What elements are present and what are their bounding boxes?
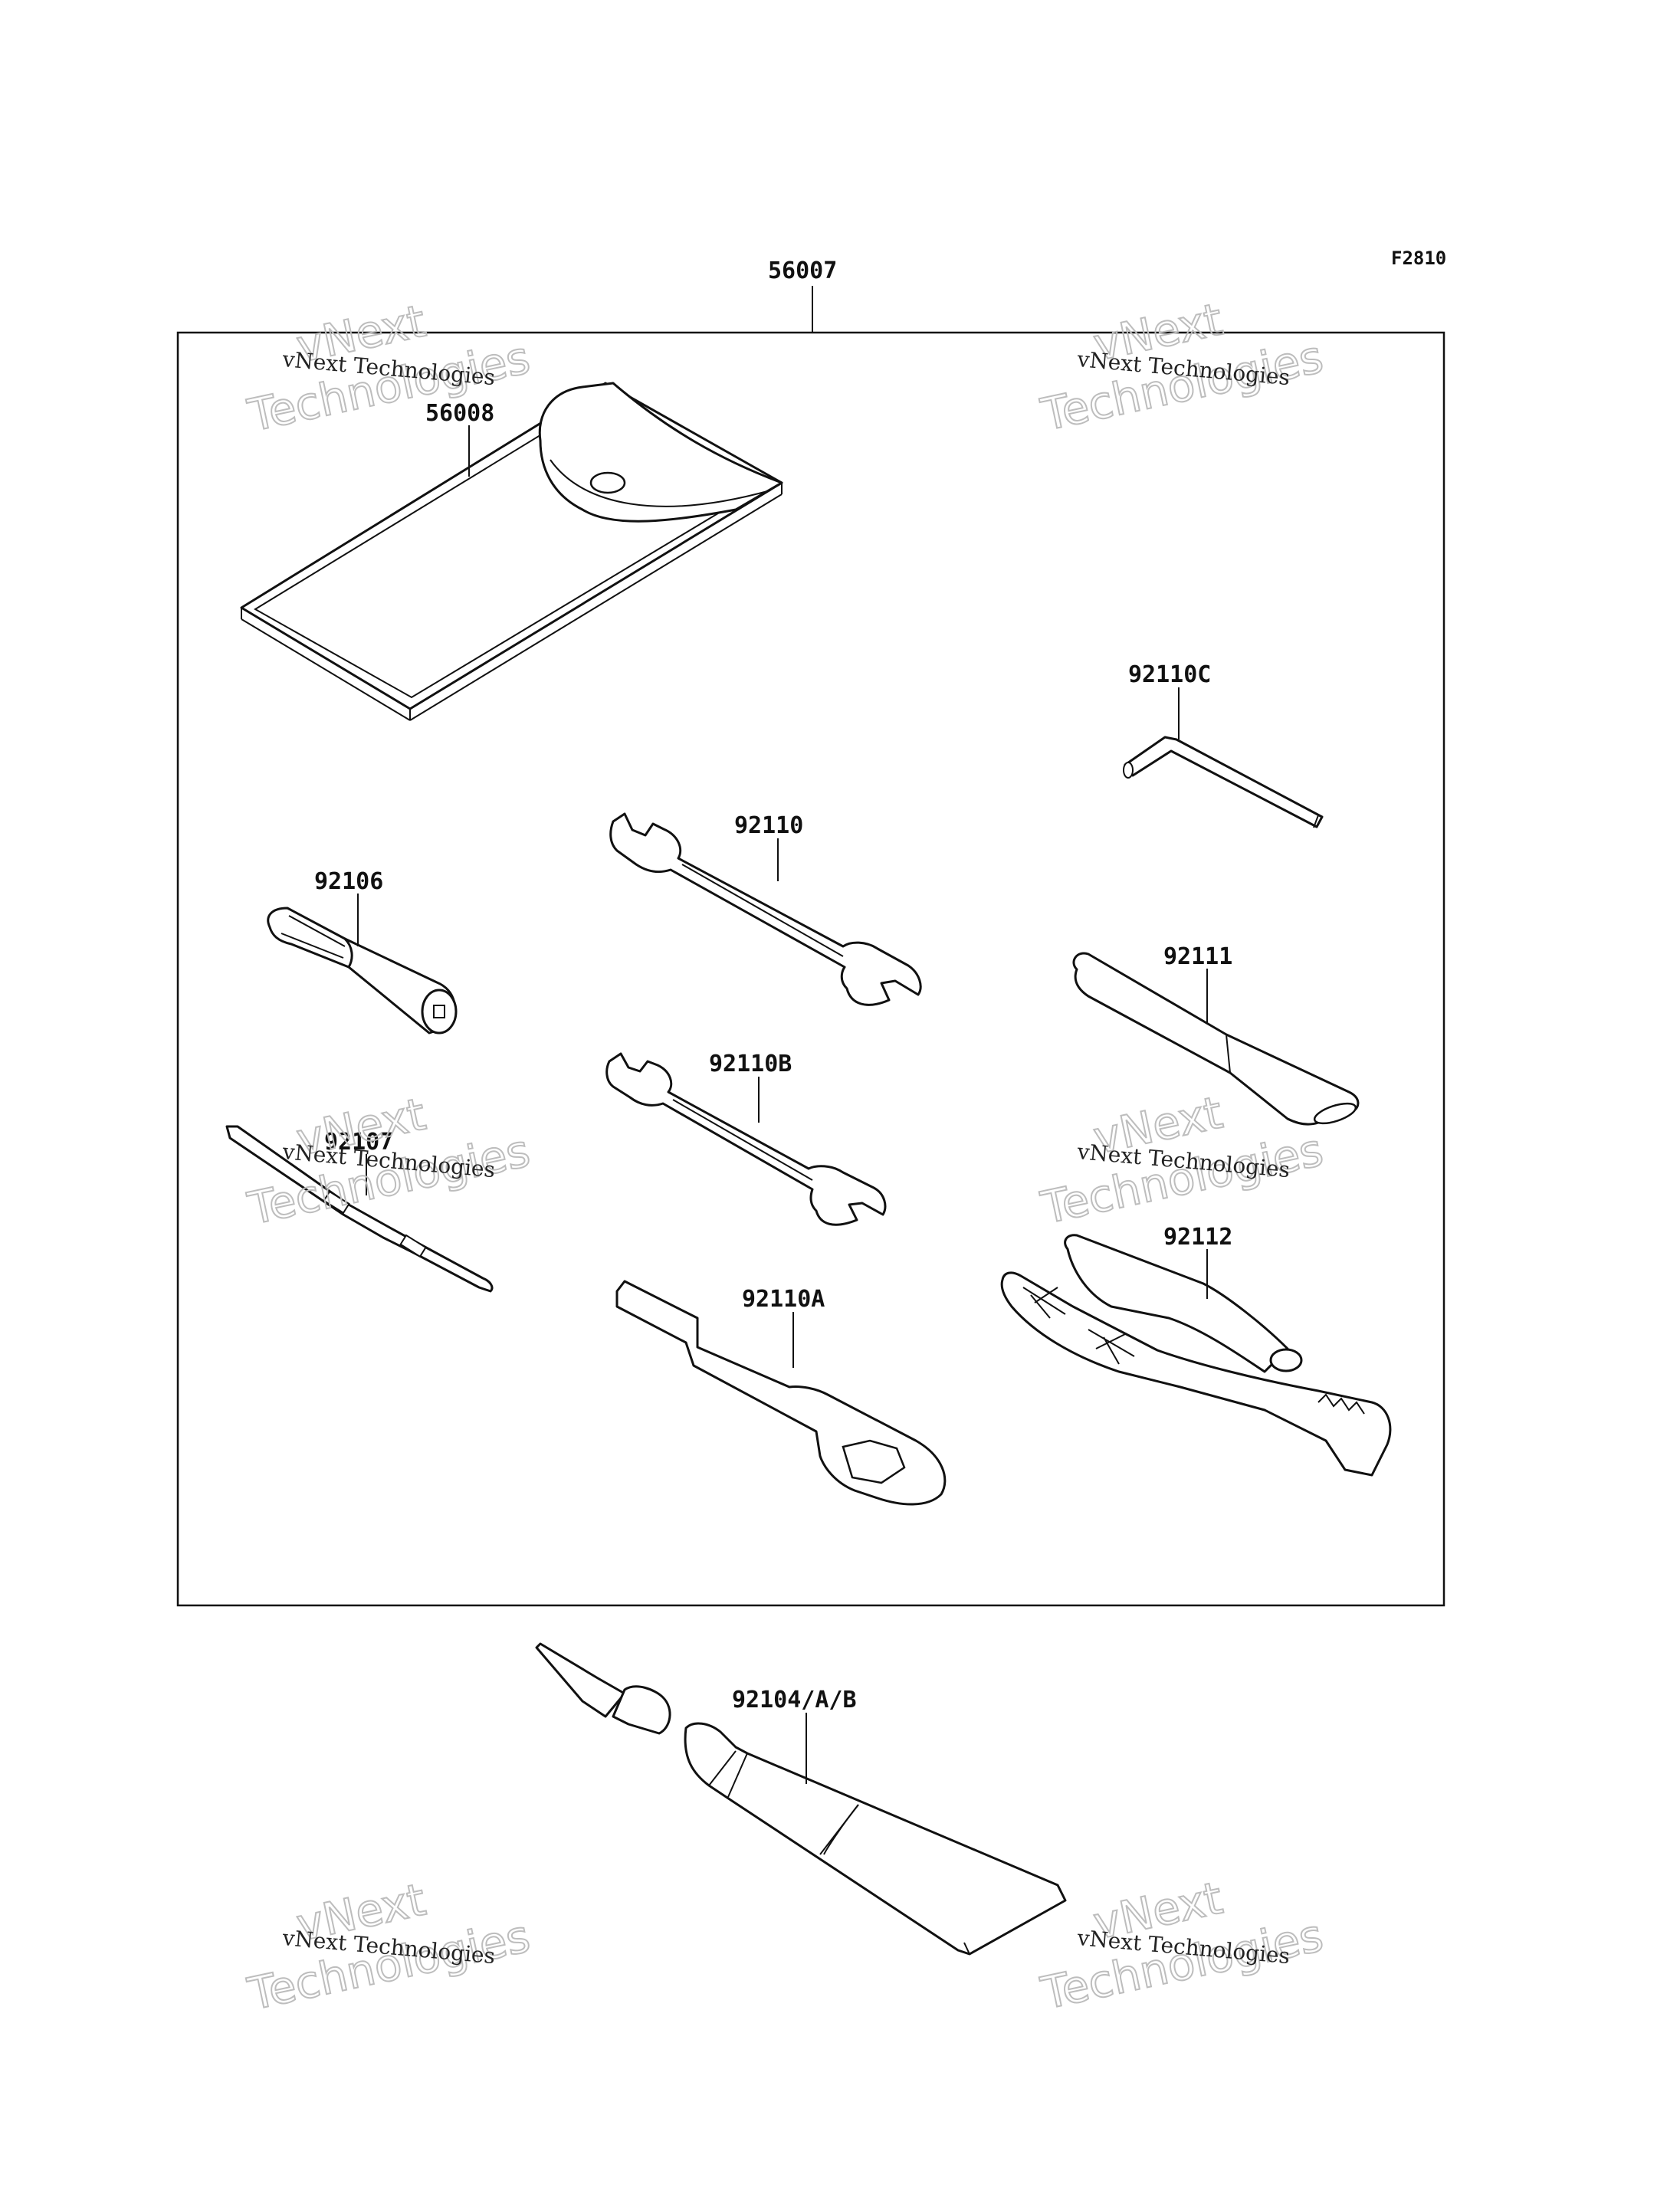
figure-ref: F2810: [1391, 248, 1446, 269]
label-92111: 92111: [1163, 943, 1232, 970]
tool-case-part: [240, 382, 783, 721]
pliers-part: [1000, 1234, 1392, 1477]
label-92112: 92112: [1163, 1224, 1232, 1251]
kit-label: 56007: [768, 257, 837, 284]
label-92106: 92106: [314, 868, 383, 895]
label-92110: 92110: [734, 812, 803, 839]
label-92110A: 92110A: [742, 1286, 825, 1313]
screwdriver-part: [225, 1125, 494, 1293]
open-wrench-part: [609, 812, 922, 1006]
label-56008: 56008: [425, 400, 494, 427]
ring-wrench-part: [615, 1280, 947, 1506]
pin-spanner-part: [1072, 952, 1360, 1126]
bit-driver-part: [267, 907, 458, 1035]
label-92104: 92104/A/B: [732, 1687, 857, 1713]
tube-part: [535, 1642, 1067, 1956]
label-92110B: 92110B: [709, 1051, 792, 1077]
small-wrench-part: [605, 1052, 887, 1226]
label-92110C: 92110C: [1128, 661, 1211, 688]
label-92107: 92107: [324, 1129, 393, 1156]
kit-frame: [176, 331, 1445, 1607]
allen-key-part: [1123, 736, 1324, 828]
